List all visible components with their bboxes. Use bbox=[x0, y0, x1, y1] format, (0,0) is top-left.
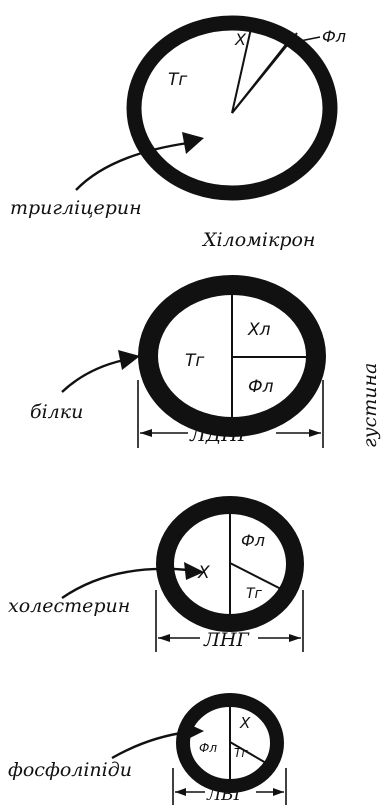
hdl-label-tg: Тг bbox=[234, 746, 248, 760]
vldl-label-fl: Фл bbox=[248, 377, 274, 397]
hdl-label-fl: Фл bbox=[199, 741, 217, 755]
vldl-pointer-label: білки bbox=[30, 401, 83, 423]
hdl-group: Х Фл Тг фосфоліпіди ЛВГ bbox=[8, 700, 286, 805]
hdl-dim-arrow-right bbox=[273, 788, 284, 796]
vldl-size-label: ЛДНГ bbox=[189, 424, 252, 446]
hdl-pointer-label: фосфоліпіди bbox=[8, 759, 132, 781]
ldl-label-fl: Фл bbox=[241, 531, 265, 550]
ldl-dim-arrow-right bbox=[289, 634, 301, 642]
chylomicron-pointer-label: тригліцерин bbox=[10, 197, 142, 219]
chylomicron-caption: Хіломікрон bbox=[201, 229, 315, 251]
vldl-group: Тг Хл Фл білки ЛДНГ bbox=[30, 285, 323, 448]
ldl-pointer-label: холестерин bbox=[8, 595, 130, 617]
ldl-size-label: ЛНГ bbox=[203, 629, 250, 651]
density-label: густина bbox=[359, 363, 381, 448]
chylomicron-ring bbox=[134, 23, 330, 193]
chylomicron-group: Тг Х Фл тригліцерин Хіломікрон bbox=[10, 23, 346, 251]
hdl-size-label: ЛВГ bbox=[206, 785, 246, 805]
ldl-group: Х Фл Тг холестерин ЛНГ bbox=[8, 505, 303, 652]
chylomicron-label-x: Х bbox=[234, 30, 247, 49]
ldl-label-tg: Тг bbox=[246, 586, 263, 602]
chylomicron-label-tg: Тг bbox=[168, 70, 187, 90]
hdl-dim-arrow-left bbox=[175, 788, 186, 796]
vldl-pointer-arrow bbox=[62, 360, 124, 392]
vldl-label-xl: Хл bbox=[247, 320, 271, 340]
vldl-dim-arrow-left bbox=[140, 429, 152, 437]
vldl-dim-arrow-right bbox=[309, 429, 321, 437]
vldl-label-tg: Тг bbox=[185, 351, 204, 371]
vldl-arrowhead bbox=[118, 350, 140, 370]
chylomicron-arrowhead bbox=[182, 132, 204, 154]
chylomicron-label-fl: Фл bbox=[322, 27, 346, 46]
hdl-label-x: Х bbox=[239, 714, 251, 732]
ldl-dim-arrow-left bbox=[158, 634, 170, 642]
